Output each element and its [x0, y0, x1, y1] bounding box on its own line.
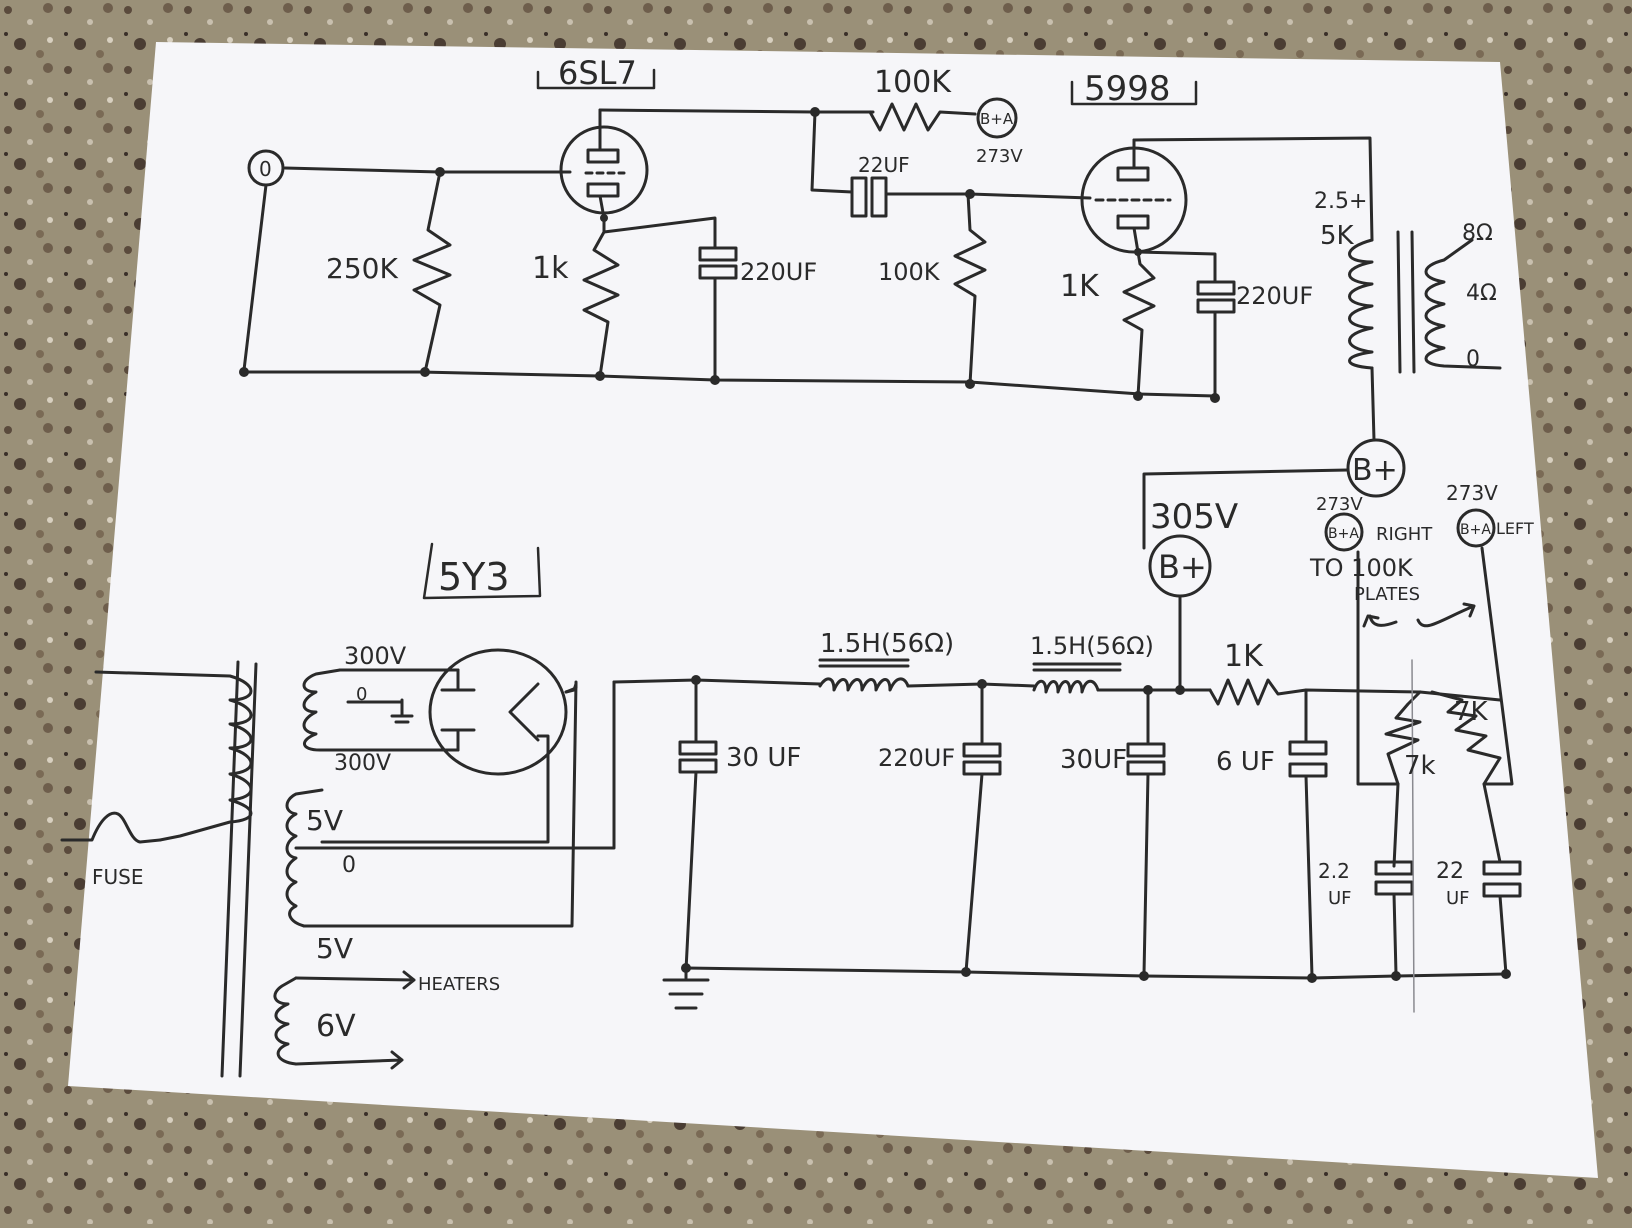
label-c-22uf-b-line2: UF — [1446, 888, 1470, 909]
paper-sheet — [68, 42, 1598, 1178]
bta-node-right — [1324, 512, 1364, 552]
label-opt-primary-line1: 2.5+ — [1314, 189, 1367, 214]
label-plates: PLATES — [1354, 584, 1420, 605]
labels-group: 6SL7 5998 5Y3 100K B+A 273V 22UF 250K 1k… — [92, 54, 1534, 1044]
label-c-30uf-a: 30 UF — [726, 743, 801, 773]
label-c-6uf: 6 UF — [1216, 747, 1275, 777]
label-c-30uf-b: 30UF — [1060, 745, 1127, 775]
label-v-273-right: 273V — [1316, 494, 1363, 515]
label-opt-8ohm: 8Ω — [1462, 221, 1493, 246]
choke-1-icon — [818, 677, 910, 692]
label-input-0: 0 — [259, 157, 272, 181]
bta-node-left — [1456, 508, 1496, 548]
label-r-cathode-1: 1k — [532, 251, 569, 286]
label-c-22uf-a-line2: UF — [1328, 888, 1352, 909]
label-pt-300v-a: 300V — [344, 642, 407, 670]
junction-dots-top — [239, 107, 1220, 403]
label-c-cathode-1: 220UF — [740, 258, 817, 286]
label-r-7k-b: 7k — [1404, 751, 1436, 781]
capacitor-220uf-cathode-6sl7 — [698, 238, 738, 382]
label-c-22uf-b-line1: 22 — [1436, 859, 1464, 884]
output-transformer-icon — [1348, 230, 1502, 374]
label-bta-left: B+A — [1460, 522, 1491, 538]
label-v-273-top: 273V — [976, 146, 1023, 167]
label-tube-5y3: 5Y3 — [438, 555, 510, 599]
capacitor-22uf-coupling — [850, 176, 888, 218]
label-heaters: HEATERS — [418, 974, 500, 995]
resistor-250k — [412, 170, 452, 374]
label-r-1k-supply: 1K — [1224, 639, 1264, 674]
resistor-100k-plate — [868, 102, 977, 132]
bplus-node-top — [1346, 438, 1406, 498]
arrow-left-plates — [1416, 602, 1476, 628]
label-tube-5998: 5998 — [1084, 69, 1171, 109]
bta-node-top — [976, 97, 1018, 139]
label-opt-4ohm: 4Ω — [1466, 281, 1497, 306]
label-r-grid-5998: 100K — [878, 258, 941, 286]
label-pt-0-a: 0 — [356, 684, 367, 705]
resistor-1k-cathode-5998 — [1122, 250, 1156, 398]
resistor-100k-grid-5998 — [953, 192, 987, 386]
label-pt-5v-b: 5V — [316, 932, 353, 965]
capacitor-6uf — [1288, 688, 1328, 978]
capacitor-30uf-a — [678, 678, 718, 972]
fuse-icon — [60, 811, 162, 844]
label-right: RIGHT — [1376, 524, 1433, 545]
capacitor-2-2uf — [1374, 860, 1414, 976]
secondary-5v-winding — [285, 788, 324, 928]
secondary-hv-winding — [302, 668, 342, 752]
label-choke-2: 1.5H(56Ω) — [1030, 632, 1154, 660]
label-r-cathode-2: 1K — [1060, 269, 1100, 304]
choke-2-icon — [1032, 679, 1100, 694]
label-pt-5v-a: 5V — [306, 804, 343, 837]
label-opt-primary-line2: 5K — [1320, 221, 1355, 251]
label-r-plate-6sl7: 100K — [874, 65, 952, 100]
label-pt-300v-b: 300V — [334, 751, 391, 776]
label-left: LEFT — [1496, 519, 1534, 538]
capacitor-220uf-cathode-5998 — [1196, 270, 1236, 400]
resistor-1k-cathode-6sl7 — [582, 230, 620, 378]
arrow-right-plates — [1362, 614, 1398, 628]
tube-5998-icon — [1080, 138, 1188, 254]
label-choke-1: 1.5H(56Ω) — [820, 629, 954, 659]
label-fuse: FUSE — [92, 865, 143, 889]
junction-dots-bottom — [681, 675, 1511, 983]
label-pt-6v: 6V — [316, 1009, 356, 1044]
resistor-7k-a — [1384, 690, 1422, 868]
label-bplus-top: B+ — [1352, 453, 1398, 488]
label-bta-top: B+A — [980, 110, 1014, 128]
capacitor-30uf-b — [1126, 688, 1166, 976]
label-c-coupling: 22UF — [858, 153, 910, 177]
label-bplus-mid: B+ — [1158, 548, 1207, 586]
label-c-22uf-a-line1: 2.2 — [1318, 859, 1350, 883]
label-v-273-left: 273V — [1446, 481, 1498, 505]
secondary-6v-winding — [273, 976, 298, 1066]
label-v-305: 305V — [1150, 497, 1238, 537]
power-transformer-icon — [94, 660, 258, 1078]
label-r-grid-in: 250K — [326, 252, 398, 285]
label-c-cathode-2: 220UF — [1236, 282, 1313, 310]
label-r-7k-a: 7K — [1454, 697, 1489, 727]
label-c-220uf: 220UF — [878, 744, 955, 772]
label-opt-0: 0 — [1466, 347, 1480, 372]
resistor-7k-b — [1430, 690, 1502, 864]
label-tube-6sl7: 6SL7 — [558, 54, 637, 92]
capacitor-220uf-supply — [962, 682, 1002, 974]
capacitor-22uf — [1482, 860, 1522, 976]
label-pt-0-b: 0 — [342, 853, 356, 878]
label-bta-right: B+A — [1328, 526, 1359, 542]
resistor-1k-supply — [1208, 678, 1502, 706]
label-to-100k: TO 100K — [1309, 554, 1414, 582]
